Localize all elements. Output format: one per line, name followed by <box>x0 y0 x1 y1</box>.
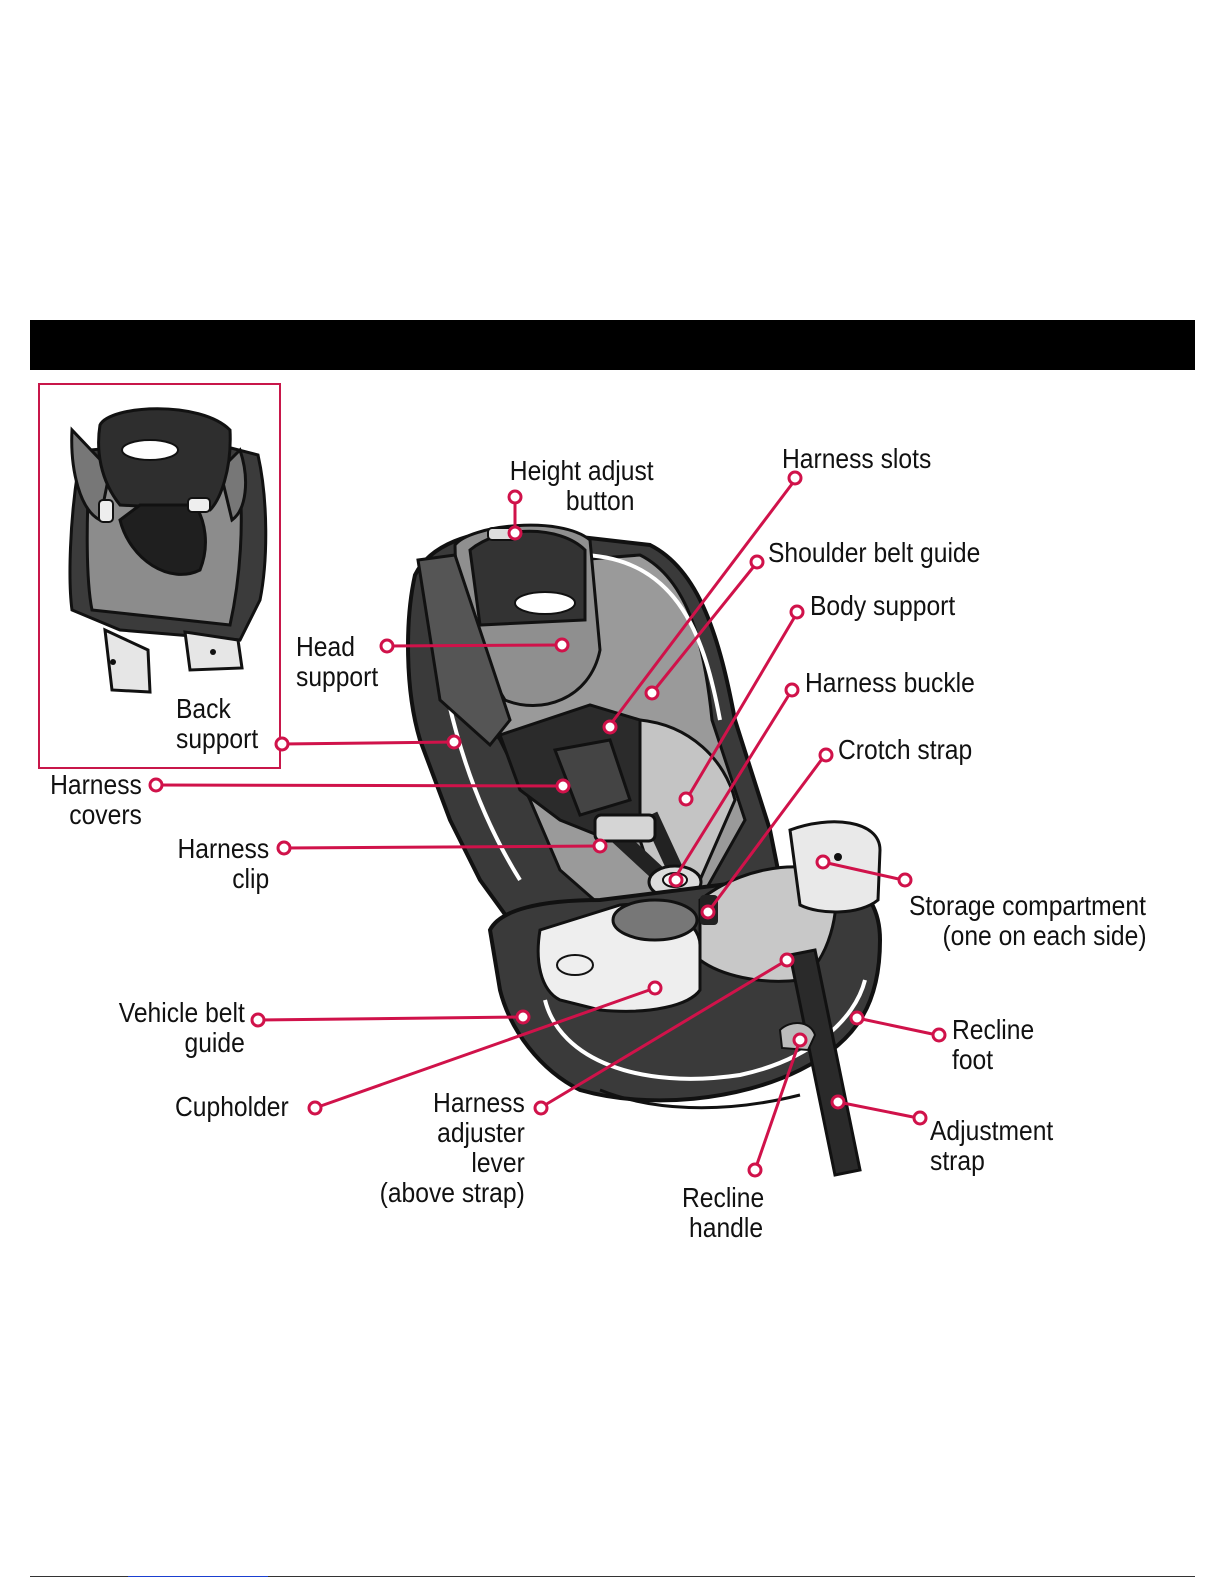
label-cupholder: Cupholder <box>175 1092 289 1122</box>
label-head-support: Head support <box>296 632 378 692</box>
label-harness-covers: Harness covers <box>38 770 142 830</box>
label-back-support: Back support <box>176 694 258 754</box>
car-seat-illustration <box>408 525 880 1175</box>
label-harness-slots: Harness slots <box>782 444 931 474</box>
label-harness-adjuster-lever: Harness adjuster lever (above strap) <box>362 1088 525 1208</box>
label-storage-compartment: Storage compartment (one on each side) <box>909 891 1147 951</box>
label-recline-foot: Recline foot <box>952 1015 1034 1075</box>
label-harness-buckle: Harness buckle <box>805 668 975 698</box>
label-body-support: Body support <box>810 591 955 621</box>
bottom-link-underline <box>128 1576 268 1577</box>
label-vehicle-belt-guide: Vehicle belt guide <box>104 998 245 1058</box>
label-height-adjust-button: Height adjust button <box>510 456 654 516</box>
label-recline-handle: Recline handle <box>682 1183 764 1243</box>
label-shoulder-belt-guide: Shoulder belt guide <box>768 538 980 568</box>
label-crotch-strap: Crotch strap <box>838 735 972 765</box>
inset-back-support-illustration <box>70 409 266 692</box>
label-harness-clip: Harness clip <box>168 834 269 894</box>
label-adjustment-strap: Adjustment strap <box>930 1116 1053 1176</box>
